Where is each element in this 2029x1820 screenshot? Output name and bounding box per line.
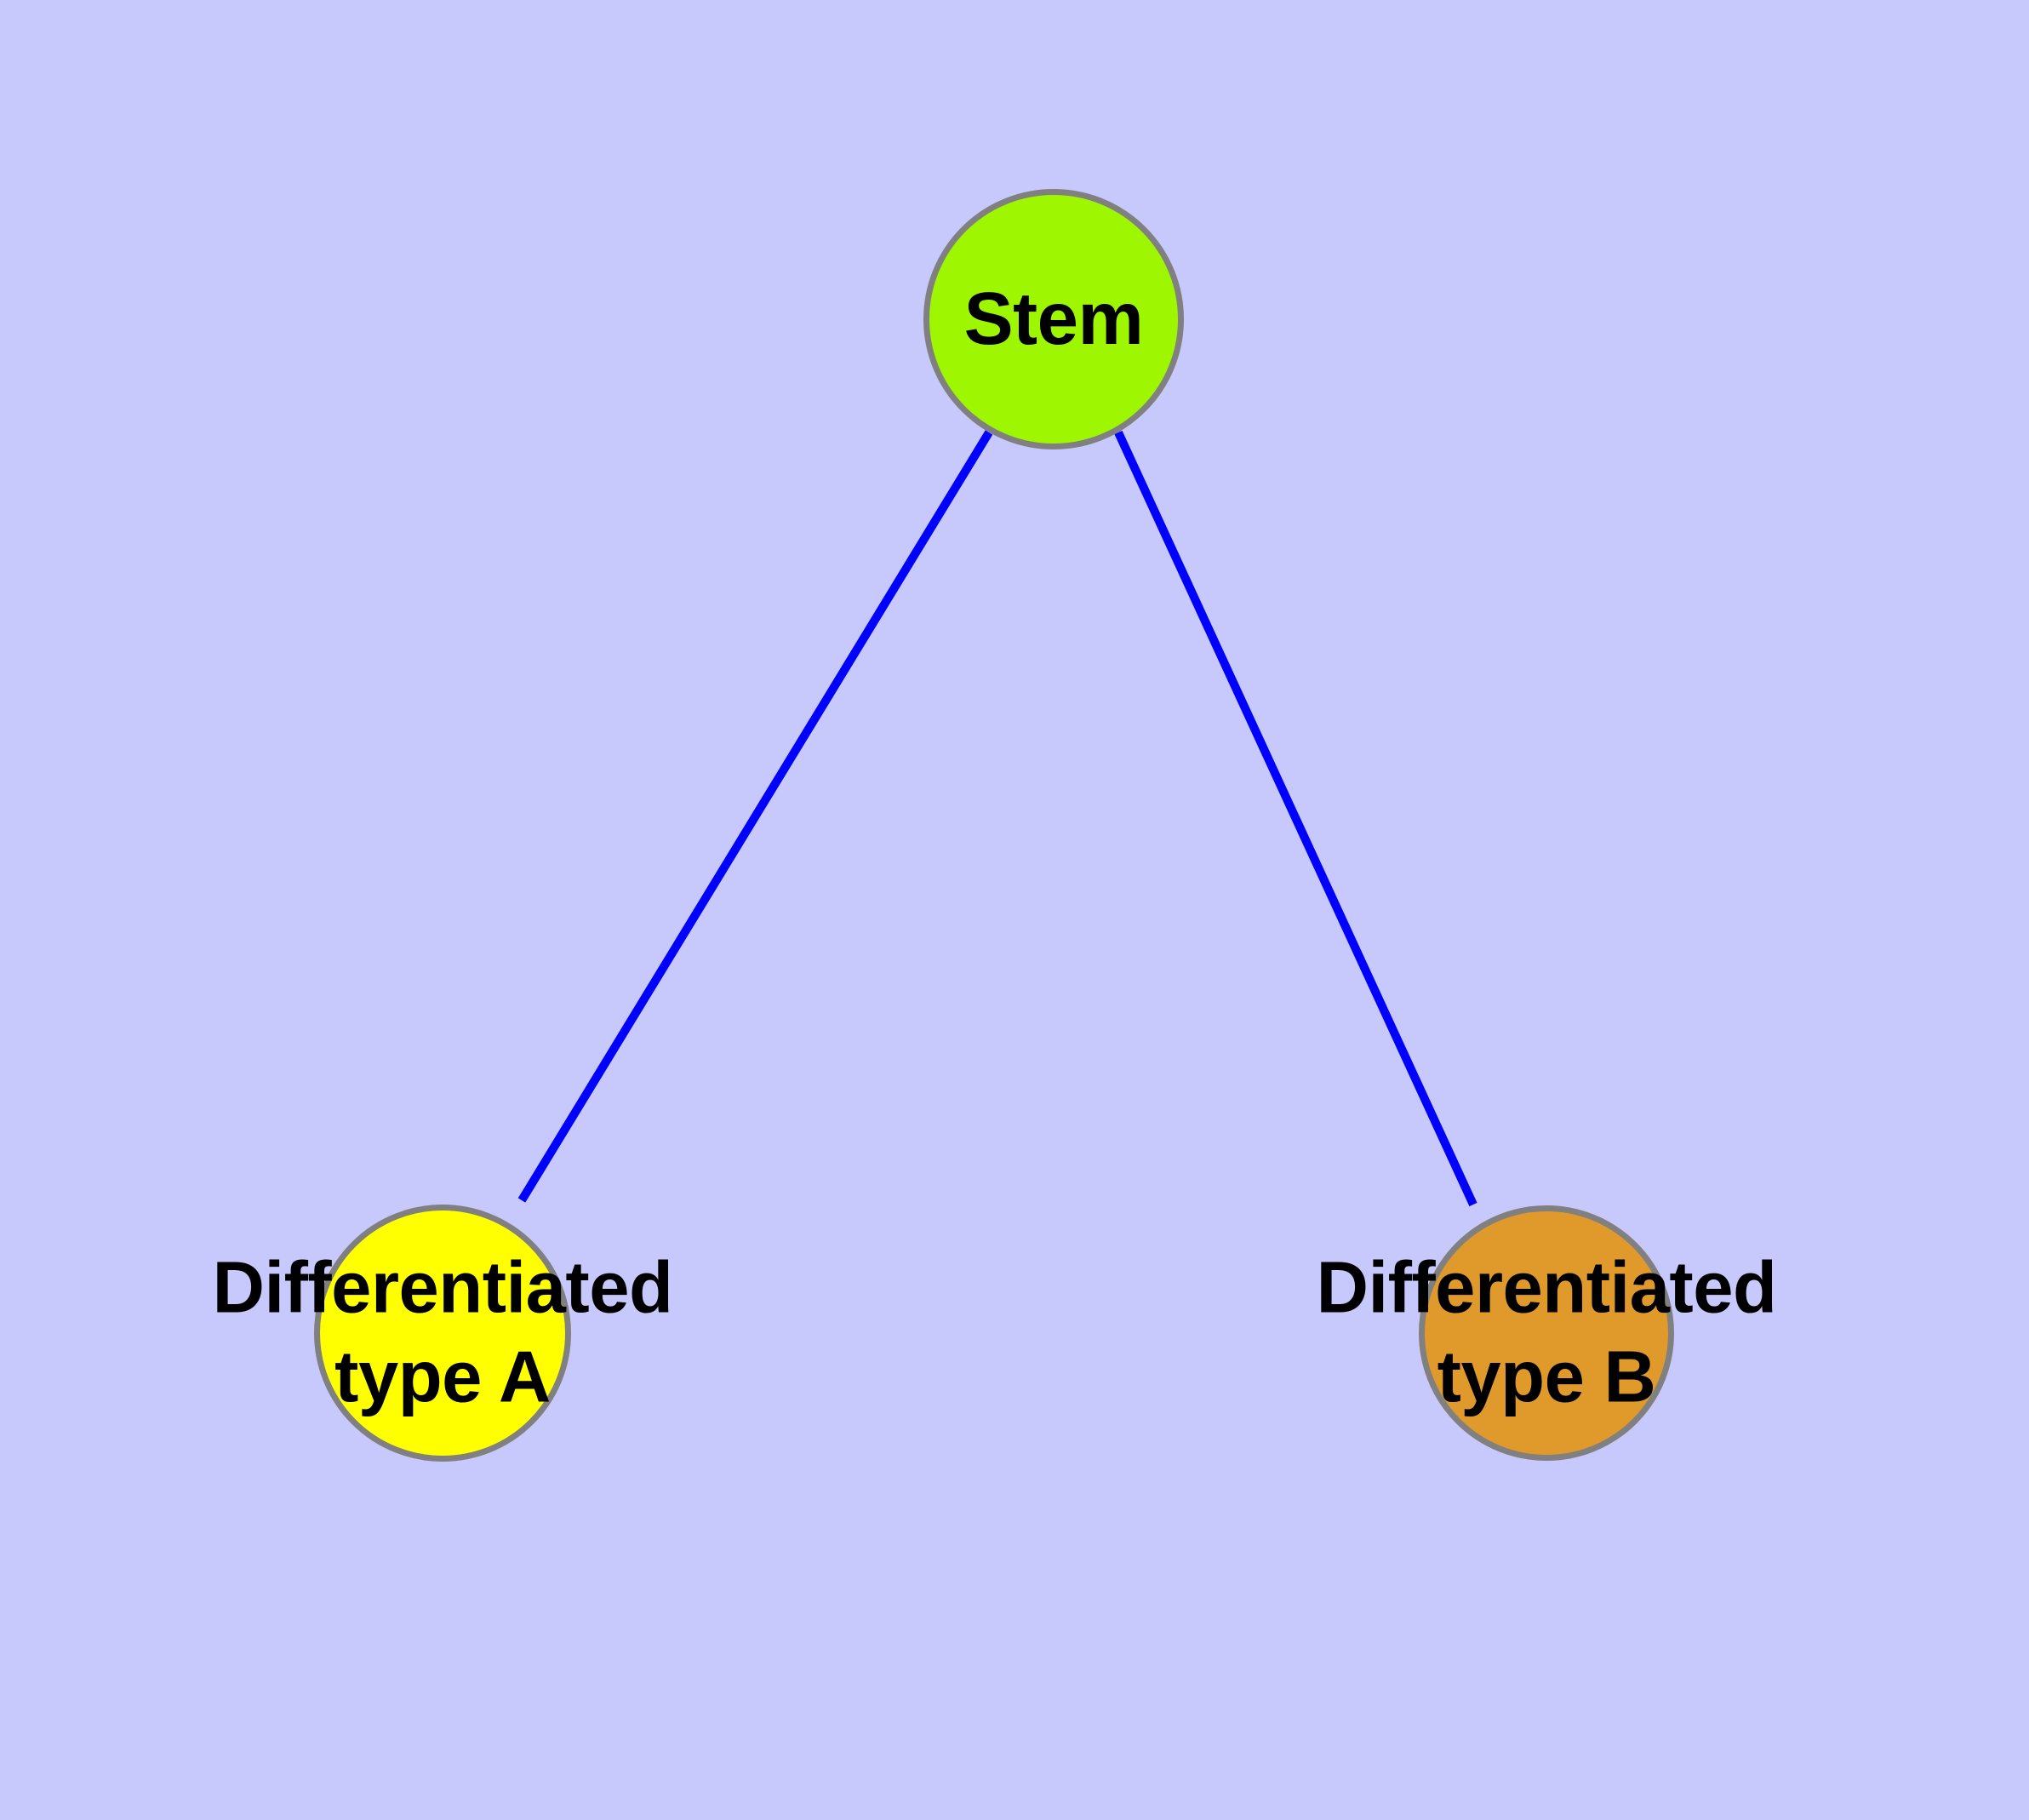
node-stem[interactable] [923, 189, 1184, 449]
node-label-stem: Stem [964, 273, 1144, 365]
node-label-differentiated-type-a-line-1: Differentiated [212, 1247, 673, 1329]
node-label-differentiated-type-a: Differentiated type A [213, 1244, 673, 1423]
node-label-differentiated-type-b-line-2: type B [1437, 1337, 1656, 1418]
node-label-differentiated-type-b: Differentiated type B [1317, 1244, 1777, 1423]
edge-stem-to-differentiated-type-b[interactable] [1114, 430, 1477, 1207]
edge-stem-to-differentiated-type-a[interactable] [517, 430, 993, 1203]
node-label-stem-line-1: Stem [963, 278, 1144, 361]
node-differentiated-type-b[interactable] [1419, 1205, 1674, 1461]
node-label-differentiated-type-b-line-1: Differentiated [1316, 1247, 1777, 1329]
node-differentiated-type-a[interactable] [314, 1205, 571, 1462]
node-label-differentiated-type-a-line-2: type A [334, 1337, 551, 1418]
